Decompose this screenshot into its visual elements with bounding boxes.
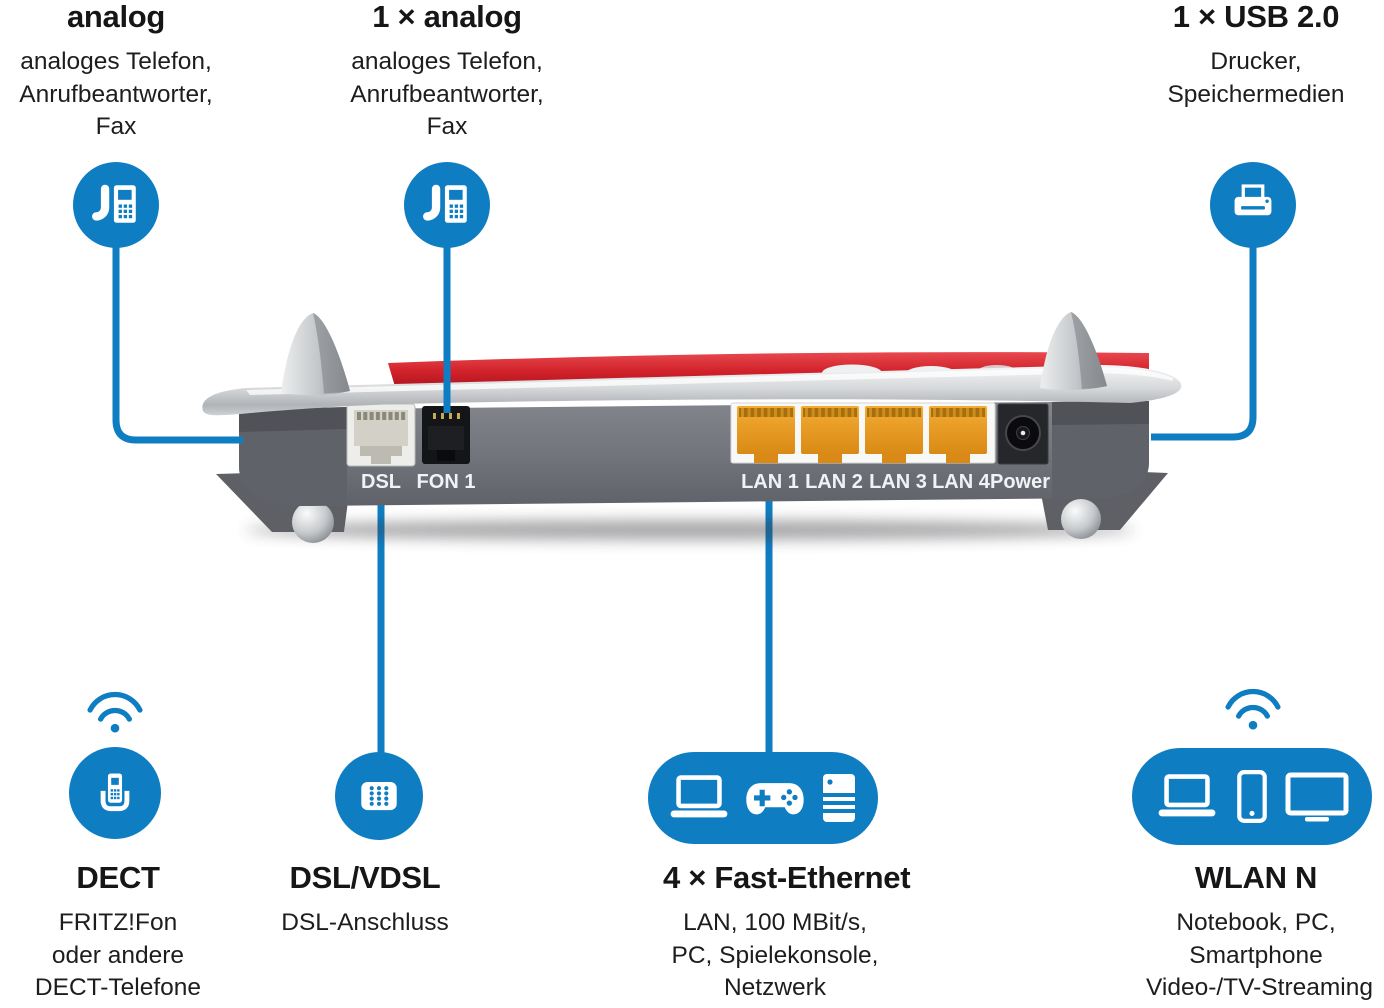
callout-line: Netzwerk: [723, 974, 827, 1001]
analog-left-icon-circle: [73, 162, 159, 248]
callout-title: DSL/VDSL: [289, 860, 441, 895]
antenna-fins: [281, 312, 1107, 396]
callout-line: Drucker,: [1210, 48, 1302, 75]
line-analog-left: [112, 246, 243, 444]
red-top-deck: [388, 352, 1149, 390]
dect-handset-icon: [100, 773, 130, 812]
desk-phone-icon: [92, 184, 136, 223]
port-label-dsl: DSL: [361, 471, 401, 493]
dsl-port: [346, 403, 416, 467]
foot-ball-left: [292, 501, 334, 543]
printer-icon: [1234, 184, 1272, 216]
tv-icon: [1285, 772, 1349, 821]
laptop-icon: [670, 775, 728, 818]
wifi-icon: [1225, 688, 1281, 730]
router-shadow: [245, 520, 1135, 540]
callout-line: analoges Telefon,: [20, 48, 212, 75]
line-usb: [1151, 247, 1257, 441]
lan-port-1: [737, 406, 795, 463]
callout-title: analog: [66, 0, 166, 34]
lan-port-2: [801, 406, 859, 463]
fon1-port: [422, 406, 470, 464]
wlan-icon-pill: [1132, 748, 1372, 845]
callout-line: Anrufbeantworter,: [350, 80, 544, 108]
router-right-cap: [1052, 401, 1149, 499]
callout-fast-ethernet: 4 × Fast-Ethernet LAN, 100 MBit/s, PC, S…: [663, 860, 911, 1005]
laptop-icon: [1158, 773, 1216, 816]
lan-panel: [730, 402, 996, 464]
callout-line: Video-/TV-Streaming: [1146, 974, 1373, 1001]
callout-line: Fax: [426, 113, 468, 140]
callout-title: 1 × analog: [372, 0, 522, 34]
lan-port-4: [929, 406, 987, 463]
port-label-lan2: LAN 2: [805, 471, 863, 493]
callout-title: WLAN N: [1194, 860, 1318, 895]
port-label-power: Power: [990, 471, 1050, 493]
dsl-icon-circle: [335, 752, 423, 840]
callout-title: DECT: [76, 860, 160, 895]
router-body: [239, 401, 1149, 506]
router-top-plate: [202, 364, 1182, 416]
callout-title: 1 × USB 2.0: [1172, 0, 1340, 34]
router-button: [905, 366, 957, 382]
callout-line: Notebook, PC,: [1176, 909, 1336, 936]
callout-line: analoges Telefon,: [351, 48, 543, 75]
callout-line: oder andere: [51, 941, 185, 969]
connector-lines-bottom: [377, 468, 773, 757]
port-label-fon1: FON 1: [417, 471, 476, 493]
gamepad-icon: [746, 782, 804, 814]
lan-port-3: [865, 406, 923, 463]
callout-usb: 1 × USB 2.0 Drucker, Speichermedien: [1146, 0, 1366, 111]
callout-analog-fon1: 1 × analog analoges Telefon, Anrufbeantw…: [337, 0, 557, 144]
analog-fon1-icon-circle: [404, 162, 490, 248]
callout-line: LAN, 100 MBit/s,: [683, 909, 867, 936]
smartphone-icon: [1237, 770, 1267, 823]
router-feet: [216, 468, 1168, 543]
port-label-lan4: LAN 4: [932, 471, 991, 493]
port-labels: DSL FON 1 LAN 1 LAN 2 LAN 3 LAN 4 Power: [361, 471, 1050, 493]
callout-line: PC, Spielekonsole,: [671, 941, 879, 969]
callout-dect: DECT FRITZ!Fon oder andere DECT-Telefone: [8, 861, 228, 1005]
callout-dsl-vdsl: DSL/VDSL DSL-Anschluss: [255, 861, 475, 940]
callout-line: Speichermedien: [1167, 80, 1345, 108]
connector-lines-top: [112, 246, 1257, 444]
tae-socket-icon: [361, 781, 397, 811]
callout-analog-left: analog analoges Telefon, Anrufbeantworte…: [6, 0, 226, 144]
callout-line: Fax: [95, 113, 137, 140]
usb-icon-circle: [1210, 162, 1296, 248]
callout-line: FRITZ!Fon: [58, 909, 178, 936]
callout-line: Anrufbeantworter,: [19, 80, 213, 108]
router-button: [822, 364, 882, 382]
power-jack: [997, 403, 1049, 465]
desk-phone-icon: [423, 184, 467, 223]
port-label-lan3: LAN 3: [869, 471, 927, 493]
ethernet-icon-pill: [648, 752, 878, 844]
wifi-icon: [87, 691, 143, 733]
callout-line: DECT-Telefone: [34, 974, 202, 1001]
callout-title: 4 × Fast-Ethernet: [663, 860, 911, 895]
callout-line: DSL-Anschluss: [281, 909, 449, 936]
callout-line: Smartphone: [1189, 941, 1323, 969]
port-label-lan1: LAN 1: [741, 471, 799, 493]
dect-icon-circle: [69, 747, 161, 839]
server-icon: [823, 774, 855, 822]
callout-wlan-n: WLAN N Notebook, PC, Smartphone Video-/T…: [1146, 860, 1373, 1005]
foot-ball-right: [1061, 499, 1101, 539]
router-left-cap: [239, 407, 347, 506]
